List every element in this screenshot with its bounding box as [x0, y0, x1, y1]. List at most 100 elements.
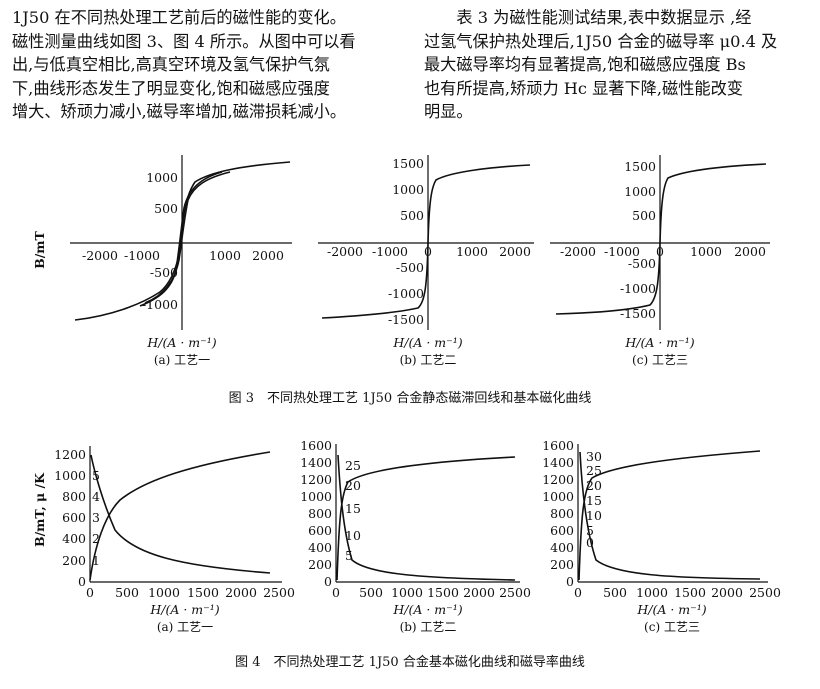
fig3-caption: 图 3 不同热处理工艺 1J50 合金静态磁滞回线和基本磁化曲线: [229, 390, 592, 406]
fig3-ylabel: B/mT: [32, 230, 47, 268]
y-tick-label: 1000: [146, 170, 178, 185]
text-column-left: 1J50 在不同热处理工艺前后的磁性能的变化。 磁性测量曲线如图 3、图 4 所…: [12, 6, 408, 124]
text-line: 明显。: [424, 102, 473, 122]
fig3-xlabel: H/(A · m⁻¹): [392, 335, 462, 350]
y-tick-label: 1200: [542, 472, 574, 487]
fig4-ylabel: B/mT, μ /K: [32, 472, 47, 547]
y-tick-label: 1200: [54, 447, 86, 462]
x-tick-label: 500: [603, 585, 627, 600]
mu-tick-label: 2: [92, 531, 100, 546]
text-line: 出,与低真空相比,高真空环境及氢气保护气氛: [12, 55, 330, 75]
x-tick-label: 1500: [674, 585, 706, 600]
mu-tick-label: 3: [92, 510, 100, 525]
x-tick-label: 2000: [734, 244, 766, 259]
mu-tick-label: 10: [586, 508, 602, 523]
x-tick-label: 1500: [187, 585, 219, 600]
fig3-panel-a: -2000 -1000 1000 2000 1000 500 -500 -100…: [70, 155, 292, 367]
y-tick-label: -500: [628, 256, 656, 271]
x-tick-label: 1000: [456, 244, 488, 259]
permeability-curve: [90, 454, 271, 574]
x-tick-label: 1000: [148, 585, 180, 600]
mu-tick-label: 30: [586, 449, 602, 464]
x-tick-label: 2500: [499, 585, 531, 600]
hysteresis-curve: [321, 164, 531, 319]
x-tick-label: 500: [359, 585, 383, 600]
x-tick-label: 2000: [499, 244, 531, 259]
magnetization-curve: [578, 450, 761, 581]
x-tick-label: -2000: [82, 248, 118, 263]
mu-tick-label: 25: [345, 458, 361, 473]
fig4-panel-c: 0 500 1000 1500 2000 2500 0 200 400 600 …: [542, 438, 781, 634]
y-tick-label: -1000: [620, 281, 656, 296]
fig4-panel-a: 0 500 1000 1500 2000 2500 0 200 400 600 …: [54, 446, 295, 634]
y-tick-label: -1000: [388, 286, 424, 301]
x-tick-label: -2000: [327, 244, 363, 259]
x-tick-label: 1000: [209, 248, 241, 263]
y-tick-label: 400: [308, 540, 332, 555]
fig3-xlabel: H/(A · m⁻¹): [624, 335, 694, 350]
x-tick-label: 1000: [636, 585, 668, 600]
y-tick-label: 1000: [54, 468, 86, 483]
y-tick-label: 600: [550, 523, 574, 538]
y-tick-label: 600: [308, 523, 332, 538]
y-tick-label: 200: [308, 557, 332, 572]
text-line: 表 3 为磁性能测试结果,表中数据显示 ,经: [456, 8, 752, 27]
fig4-xlabel: H/(A · m⁻¹): [392, 602, 462, 617]
x-tick-label: 0: [574, 585, 582, 600]
mu-tick-label: 15: [345, 501, 361, 516]
text-line: 下,曲线形态发生了明显变化,饱和磁感应强度: [12, 78, 330, 98]
y-tick-label: 1400: [300, 455, 332, 470]
y-tick-label: 0: [78, 574, 86, 589]
x-tick-label: -2000: [560, 244, 596, 259]
y-tick-label: 1000: [392, 182, 424, 197]
mu-tick-label: 4: [92, 489, 100, 504]
fig3-panel-b: -2000 -1000 0 1000 2000 1500 1000 500 -5…: [318, 155, 534, 367]
text-line: 也有所提高,矫顽力 Hc 显著下降,磁性能改变: [424, 78, 743, 98]
mu-tick-label: 20: [345, 478, 361, 493]
permeability-curve: [337, 454, 516, 581]
mu-tick-label: 5: [586, 523, 594, 538]
x-tick-label: 1000: [690, 244, 722, 259]
hysteresis-curve: [555, 163, 767, 315]
mu-tick-label: 15: [586, 493, 602, 508]
text-line: 过氢气保护热处理后,1J50 合金的磁导率 μ0.4 及: [424, 31, 778, 51]
x-tick-label: 2000: [463, 585, 495, 600]
y-tick-label: 1600: [300, 438, 332, 453]
fig4-caption: 图 4 不同热处理工艺 1J50 合金基本磁化曲线和磁导率曲线: [235, 654, 585, 670]
panel-label: (a) 工艺一: [157, 620, 213, 634]
hysteresis-curve: [139, 171, 223, 307]
figure-4: B/mT, μ /K 0 500 1000 1500 2000 2500 0 2…: [32, 438, 781, 670]
y-tick-label: 500: [400, 208, 424, 223]
mu-tick-label: 10: [345, 528, 361, 543]
y-tick-label: 1500: [392, 156, 424, 171]
y-tick-label: 400: [62, 531, 86, 546]
mu-tick-label: 1: [92, 553, 100, 568]
y-tick-label: 500: [632, 208, 656, 223]
y-tick-label: -1500: [620, 306, 656, 321]
mu-tick-label: 25: [586, 463, 602, 478]
fig4-xlabel: H/(A · m⁻¹): [636, 602, 706, 617]
y-tick-label: 0: [566, 574, 574, 589]
y-tick-label: 1500: [624, 159, 656, 174]
permeability-curve: [579, 451, 761, 580]
y-tick-label: 1000: [300, 489, 332, 504]
panel-label: (a) 工艺一: [154, 353, 210, 367]
fig3-panel-c: -2000 -1000 0 1000 2000 1500 1000 500 -5…: [550, 155, 770, 367]
x-tick-label: 2000: [711, 585, 743, 600]
panel-label: (c) 工艺三: [632, 353, 688, 367]
y-tick-label: 200: [550, 557, 574, 572]
y-tick-label: 1600: [542, 438, 574, 453]
figure-3: B/mT -2000 -1000 1000 2000 1000 500 -500…: [32, 155, 770, 406]
text-line: 1J50 在不同热处理工艺前后的磁性能的变化。: [12, 8, 346, 27]
text-line: 最大磁导率均有显著提高,饱和磁感应强度 Bs: [424, 55, 746, 75]
mu-tick-label: 0: [586, 535, 594, 550]
text-column-right: 表 3 为磁性能测试结果,表中数据显示 ,经 过氢气保护热处理后,1J50 合金…: [424, 6, 820, 124]
y-tick-label: 1400: [542, 455, 574, 470]
y-tick-label: 400: [550, 540, 574, 555]
x-tick-label: -1000: [372, 244, 408, 259]
y-tick-label: -500: [396, 260, 424, 275]
x-tick-label: -1000: [604, 244, 640, 259]
y-tick-label: 1200: [300, 472, 332, 487]
y-tick-label: 1000: [624, 184, 656, 199]
